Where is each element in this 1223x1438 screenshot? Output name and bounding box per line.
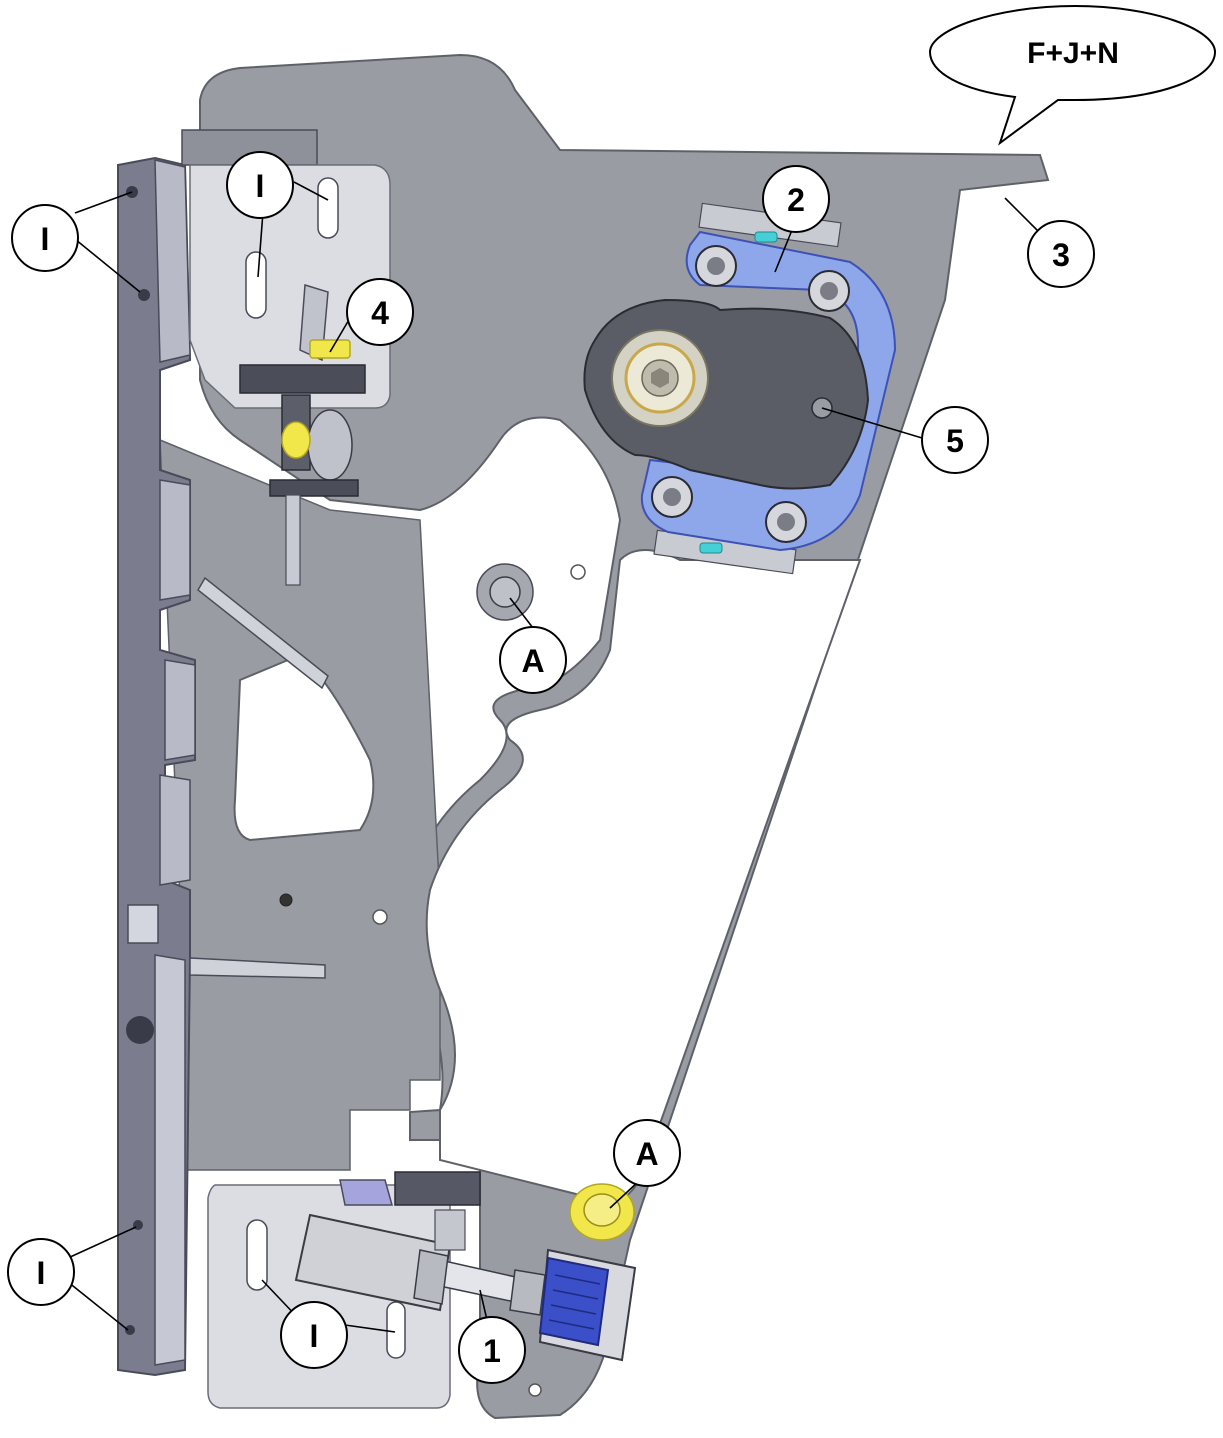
callout-bubble-label: F+J+N: [1027, 37, 1119, 70]
cyan-clip: [699, 542, 723, 554]
side-rail-face: [159, 774, 191, 886]
slot: [317, 177, 339, 239]
yellow-screw: [309, 339, 351, 359]
yellow-screw: [281, 421, 311, 459]
knob-ridges: [548, 1274, 601, 1330]
actuator-body: [294, 1213, 452, 1312]
callout-I-bottom-plate: I: [280, 1301, 348, 1369]
callout-label: A: [521, 643, 544, 679]
rod-nut: [413, 1249, 449, 1305]
sensor-rod: [285, 494, 301, 586]
rail-hole: [126, 1016, 154, 1044]
bracket-screws: [651, 245, 850, 543]
side-rail-face: [154, 159, 191, 363]
cyan-clip: [754, 231, 778, 243]
callout-I-top-left: I: [11, 204, 79, 272]
callout-I-bottom-left: I: [7, 1238, 75, 1306]
screw: [707, 257, 725, 275]
hole: [528, 1383, 542, 1397]
dark-block: [394, 1171, 481, 1206]
callout-label: I: [37, 1255, 46, 1291]
callout-label: 5: [946, 423, 964, 459]
hole: [279, 893, 293, 907]
lavender-block: [339, 1179, 393, 1206]
callout-bubble: F+J+N: [928, 4, 1217, 146]
side-rail: [117, 156, 196, 1377]
callout-4: 4: [346, 278, 414, 346]
bracket-stub: [434, 1209, 466, 1251]
callout-A-low: A: [613, 1119, 681, 1187]
cam-assembly: [583, 202, 897, 575]
callout-label: A: [635, 1136, 658, 1172]
slot: [386, 1301, 406, 1359]
sensor-bar: [269, 479, 359, 497]
screw: [663, 488, 681, 506]
callout-3: 3: [1027, 220, 1095, 288]
screw: [777, 513, 795, 531]
hex-socket: [651, 368, 669, 388]
hole: [372, 909, 388, 925]
slot: [246, 1219, 268, 1291]
callout-label: I: [256, 168, 265, 204]
leader-lines: [67, 181, 1039, 1333]
sensor-wheel: [307, 409, 353, 481]
pivot-mid: [476, 563, 534, 621]
callout-label: 2: [787, 182, 805, 218]
callout-label: 3: [1052, 237, 1070, 273]
knob-nut: [509, 1269, 546, 1316]
sensor-assembly: [239, 284, 366, 586]
callout-I-top-plate: I: [226, 151, 294, 219]
callout-A-mid: A: [499, 626, 567, 694]
side-rail-face: [159, 479, 191, 601]
hole: [570, 564, 586, 580]
callout-1: 1: [458, 1316, 526, 1384]
sensor-block: [239, 364, 366, 394]
side-rail-face: [154, 954, 186, 1366]
actuator-assembly: [294, 1171, 637, 1362]
callout-bubble-shape: [928, 4, 1217, 146]
callout-markers: I I 2 3 4 5 A A: [7, 151, 1095, 1384]
pivot-pin: [489, 576, 521, 608]
center-void: [425, 549, 862, 1204]
callout-label: I: [41, 221, 50, 257]
pivot-low: [569, 1183, 635, 1241]
rail-hole: [125, 1325, 135, 1335]
rods: [189, 576, 329, 979]
blue-knob: [538, 1256, 610, 1347]
screw: [820, 282, 838, 300]
callout-label: 4: [371, 295, 389, 331]
callout-2: 2: [762, 165, 830, 233]
rod: [197, 576, 329, 690]
rail-hole: [138, 289, 150, 301]
side-rail-face: [164, 659, 196, 761]
rod: [189, 957, 326, 979]
side-rail-tab: [127, 904, 159, 944]
callout-label: I: [310, 1318, 319, 1354]
slot: [245, 251, 267, 319]
callout-label: 1: [483, 1333, 501, 1369]
callout-5: 5: [921, 406, 989, 474]
yellow-pin: [583, 1193, 621, 1227]
